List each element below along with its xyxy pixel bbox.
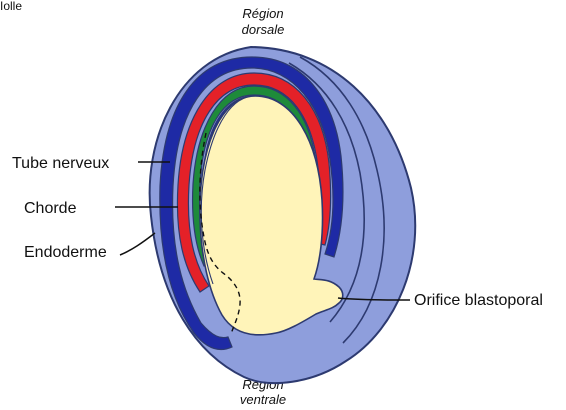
region-ventrale-line2: ventrale [240, 392, 286, 407]
label-endoderme: Endoderme [24, 244, 107, 261]
label-chorde: Chorde [24, 200, 77, 217]
corner-text: Iolle [0, 0, 22, 13]
region-dorsale-line1: Région [242, 6, 283, 21]
label-tube-nerveux: Tube nerveux [12, 155, 109, 172]
embryo-shape [150, 47, 416, 383]
label-orifice-blastoporal: Orifice blastoporal [414, 292, 543, 309]
region-dorsale-line2: dorsale [242, 22, 285, 37]
